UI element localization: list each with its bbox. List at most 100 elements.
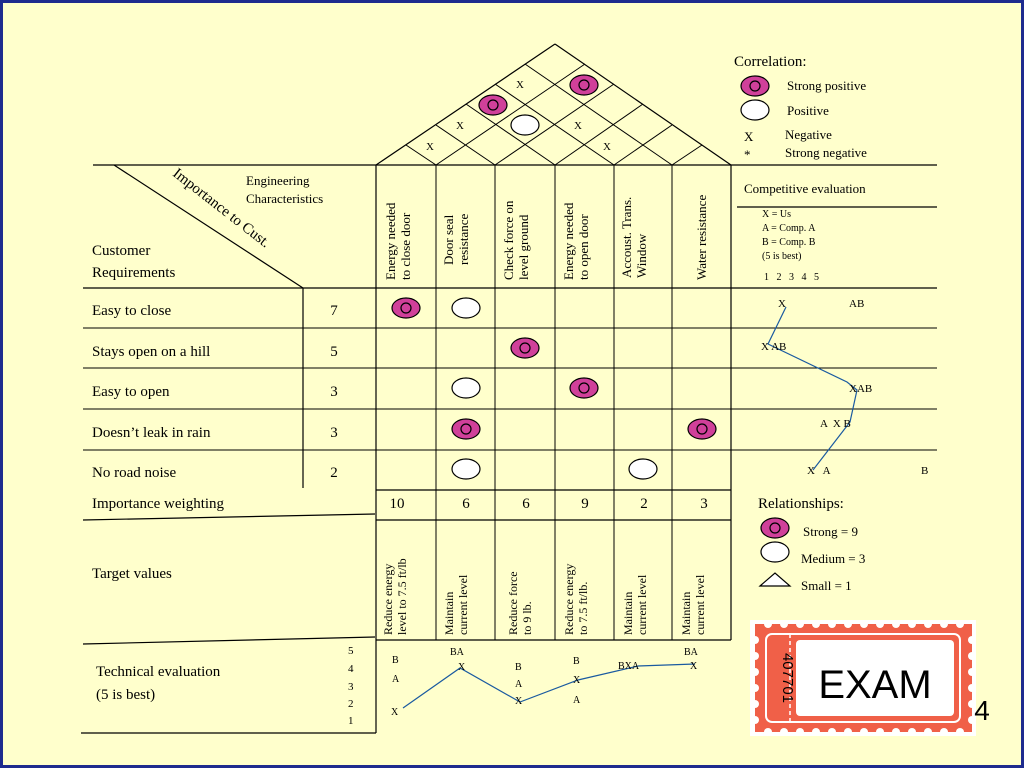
svg-text:Water resistance: Water resistance — [694, 195, 709, 280]
requirement-3: Easy to open — [92, 384, 170, 400]
competitive-legend-b: B = Comp. B — [762, 237, 816, 248]
svg-text:level to 7.5 ft/lb: level to 7.5 ft/lb — [395, 558, 409, 635]
legend-strong-negative: Strong negative — [785, 145, 867, 160]
target-value-1: Reduce energy level to 7.5 ft/lb — [381, 558, 409, 635]
svg-text:to 7.5 ft/lb.: to 7.5 ft/lb. — [576, 582, 590, 635]
technical-evaluation-label-2: (5 is best) — [96, 687, 155, 703]
svg-text:Maintain: Maintain — [679, 592, 693, 635]
technical-evaluation-trend-line — [402, 663, 696, 709]
tech-scale-5: 5 — [348, 645, 354, 657]
weighting-4: 9 — [581, 496, 589, 512]
weighting-5: 2 — [640, 496, 648, 512]
customer-requirements-label-1: Customer — [92, 243, 150, 259]
strong-negative-icon: * — [744, 147, 751, 162]
svg-text:current level: current level — [693, 574, 707, 635]
tech-mark: BA — [684, 647, 699, 658]
roof-correlation-3: X — [574, 120, 582, 132]
legend-positive: Positive — [787, 103, 829, 118]
positive-icon — [740, 99, 770, 121]
tech-mark: BA — [450, 647, 465, 658]
svg-text:level ground: level ground — [516, 214, 531, 280]
tech-scale-4: 4 — [348, 663, 354, 675]
importance-4: 3 — [330, 425, 338, 441]
characteristic-header-1: Energy needed to close door — [383, 202, 413, 280]
tech-scale-1: 1 — [348, 715, 354, 727]
competitive-evaluation-title: Competitive evaluation — [744, 181, 866, 196]
competitive-mark: XAB — [849, 383, 872, 395]
roof-positive-symbol — [510, 114, 540, 136]
svg-text:Energy needed: Energy needed — [383, 202, 398, 280]
target-value-4: Reduce energy to 7.5 ft/lb. — [562, 564, 590, 635]
legend-strong-positive: Strong positive — [787, 78, 866, 93]
tech-mark: X — [573, 675, 581, 686]
tech-scale-2: 2 — [348, 698, 354, 710]
svg-text:Maintain: Maintain — [621, 592, 635, 635]
tech-mark: A — [515, 679, 523, 690]
svg-text:to close door: to close door — [398, 212, 413, 280]
svg-text:Door seal: Door seal — [441, 214, 456, 265]
relationship-medium-symbol — [451, 377, 481, 399]
legend-strong: Strong = 9 — [803, 524, 858, 539]
competitive-mark: X A — [807, 465, 831, 477]
tech-mark: A — [573, 695, 581, 706]
relationship-strong-symbol — [510, 337, 540, 359]
svg-text:to open door: to open door — [576, 214, 591, 280]
ticket-number: 407701 — [779, 653, 796, 703]
legend-small: Small = 1 — [801, 578, 852, 593]
relationship-strong-symbol — [391, 297, 421, 319]
competitive-mark: X AB — [761, 341, 786, 353]
requirement-5: No road noise — [92, 465, 176, 481]
competitive-mark: A X B — [820, 418, 851, 430]
importance-2: 5 — [330, 344, 338, 360]
target-value-3: Reduce force to 9 lb. — [506, 571, 534, 635]
roof-correlation-1: X — [516, 79, 524, 91]
importance-5: 2 — [330, 465, 338, 481]
roof-correlation-5: X — [603, 141, 611, 153]
relationship-strong-symbol — [687, 418, 717, 440]
relationship-matrix — [391, 297, 717, 480]
tech-mark: X — [690, 661, 698, 672]
correlation-roof: X X X X X — [375, 43, 732, 166]
target-value-5: Maintain current level — [621, 574, 649, 635]
negative-icon: X — [744, 129, 754, 144]
technical-evaluation-label-1: Technical evaluation — [96, 664, 221, 680]
relationship-medium-symbol — [451, 458, 481, 480]
roof-correlation-2: X — [456, 120, 464, 132]
tech-mark: X — [458, 662, 466, 673]
legend-medium: Medium = 3 — [801, 551, 865, 566]
svg-text:to 9 lb.: to 9 lb. — [520, 601, 534, 635]
tech-mark: B — [573, 656, 580, 667]
characteristic-header-5: Accoust. Trans. Window — [619, 197, 649, 278]
customer-requirements-label-2: Requirements — [92, 265, 175, 281]
svg-text:Reduce force: Reduce force — [506, 571, 520, 635]
competitive-legend-a: A = Comp. A — [762, 223, 816, 234]
competitive-mark: B — [921, 465, 928, 477]
strong-relationship-icon — [760, 517, 790, 539]
correlation-legend-title: Correlation: — [734, 54, 806, 70]
exam-ticket-badge: 407701 EXAM — [750, 620, 976, 736]
relationship-medium-symbol — [451, 297, 481, 319]
competitive-mark: X — [778, 298, 786, 310]
roof-strong-positive-symbol — [569, 74, 599, 96]
characteristic-header-4: Energy needed to open door — [561, 202, 591, 280]
target-value-2: Maintain current level — [442, 574, 470, 635]
characteristic-header-2: Door seal resistance — [441, 214, 471, 265]
competitive-mark: AB — [849, 298, 864, 310]
target-values-label: Target values — [92, 566, 172, 582]
weighting-1: 10 — [390, 496, 405, 512]
relationship-strong-symbol — [451, 418, 481, 440]
characteristic-header-6: Water resistance — [694, 195, 709, 280]
svg-text:current level: current level — [635, 574, 649, 635]
competitive-evaluation-trend-line — [767, 306, 858, 471]
svg-text:Window: Window — [634, 233, 649, 278]
engineering-characteristics-label-2: Characteristics — [246, 191, 323, 206]
svg-text:Maintain: Maintain — [442, 592, 456, 635]
engineering-characteristics-label-1: Engineering — [246, 173, 310, 188]
competitive-legend-us: X = Us — [762, 209, 791, 220]
requirement-4: Doesn’t leak in rain — [92, 425, 211, 441]
tech-mark: B — [392, 655, 399, 666]
svg-text:Accoust. Trans.: Accoust. Trans. — [619, 197, 634, 278]
roof-correlation-4: X — [426, 141, 434, 153]
relationship-medium-symbol — [628, 458, 658, 480]
